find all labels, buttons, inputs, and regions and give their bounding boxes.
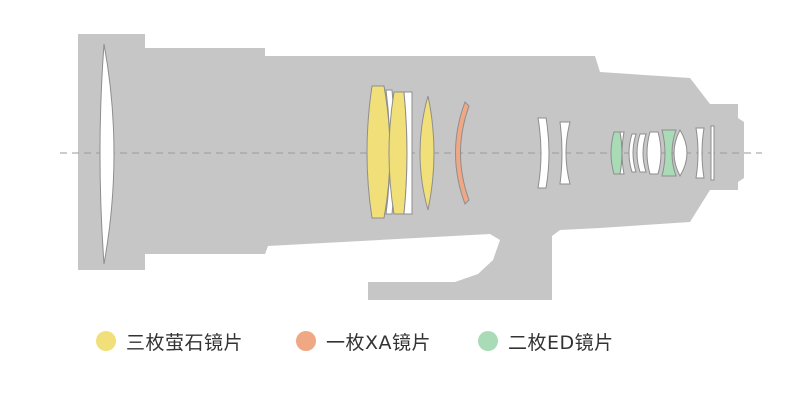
green-dot-icon: [478, 331, 498, 351]
legend-item-ed: 二枚ED镜片: [478, 326, 614, 356]
standard-element-10: [695, 127, 705, 179]
standard-element-8: [646, 131, 662, 175]
standard-element-4: [559, 121, 571, 185]
standard-element-7: [636, 133, 647, 173]
legend-label-ed: 二枚ED镜片: [508, 331, 614, 354]
yellow-dot-icon: [96, 331, 116, 351]
legend-item-fluorite: 三枚萤石镜片: [96, 326, 243, 356]
standard-element-6: [628, 133, 637, 173]
front-element: [99, 43, 115, 265]
standard-element-3: [537, 117, 550, 189]
standard-element-9: [673, 128, 688, 178]
fluorite-element-2: [388, 91, 408, 215]
fluorite-element-3: [419, 95, 435, 211]
xa-element: [455, 101, 470, 205]
fluorite-element-1: [366, 85, 391, 219]
orange-dot-icon: [296, 331, 316, 351]
rear-filter-element: [710, 125, 715, 181]
legend-label-xa: 一枚XA镜片: [326, 331, 432, 354]
legend: 三枚萤石镜片 一枚XA镜片 二枚ED镜片: [0, 326, 800, 356]
lens-cross-section-diagram: [60, 34, 762, 300]
ed-element-2: [661, 129, 677, 177]
legend-item-xa: 一枚XA镜片: [296, 326, 431, 356]
standard-element-5: [619, 131, 625, 175]
legend-label-fluorite: 三枚萤石镜片: [126, 331, 244, 354]
standard-element-2: [403, 91, 413, 215]
ed-element-1: [610, 131, 623, 175]
